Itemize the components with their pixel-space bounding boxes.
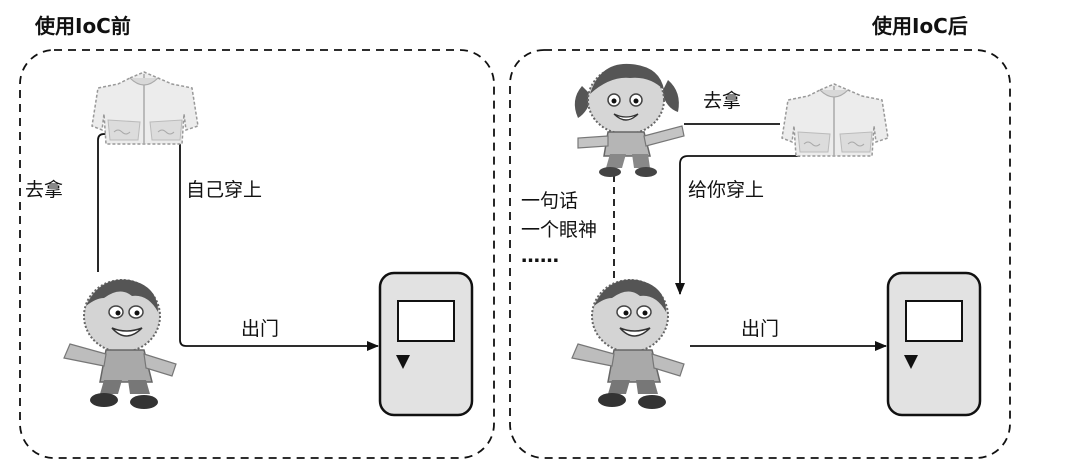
label-take-after: 去拿 — [703, 89, 741, 112]
panel-after-ioc: 使用IoC后 去拿 给你穿上 一句话 一个眼神 …… 出门 — [509, 14, 1011, 459]
label-help-wear-after: 给你穿上 — [688, 179, 764, 201]
label-go-out-before: 出门 — [241, 318, 279, 340]
panel-after-border — [509, 49, 1011, 459]
label-go-out-after: 出门 — [741, 318, 779, 340]
panel-before-border — [19, 49, 495, 459]
title-after-ioc: 使用IoC后 — [871, 14, 968, 38]
label-self-wear-before: 自己穿上 — [186, 179, 262, 201]
jacket-before — [91, 71, 199, 145]
panel-before-ioc: 使用IoC前 去拿 自己穿上 出门 — [19, 14, 495, 459]
door-after — [886, 271, 982, 417]
girl-after — [573, 62, 685, 178]
boy-after — [571, 278, 685, 410]
title-before-ioc: 使用IoC前 — [34, 14, 131, 38]
label-word-line1: 一句话 — [521, 190, 578, 212]
label-take-before: 去拿 — [25, 178, 63, 201]
arrow-help-wear — [675, 155, 800, 295]
line-self-wear-before — [167, 133, 379, 351]
line-take-before — [97, 133, 120, 272]
boy-before — [63, 278, 177, 410]
jacket-after — [781, 83, 889, 157]
door-before — [378, 271, 474, 417]
label-ellipsis: …… — [521, 245, 559, 267]
label-word-line2: 一个眼神 — [521, 219, 597, 241]
